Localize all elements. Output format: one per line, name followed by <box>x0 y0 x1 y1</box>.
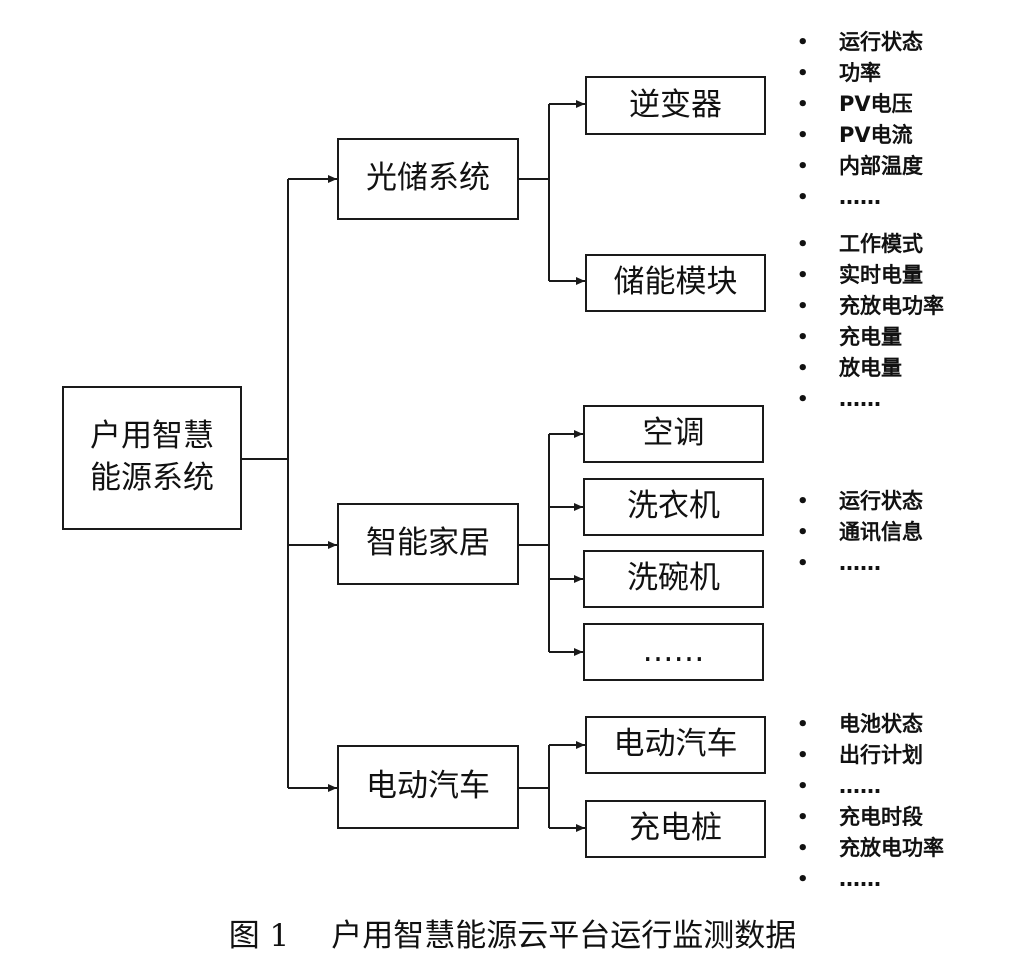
device-node-storage: 储能模块 <box>585 254 766 312</box>
category-node-guangchu: 光储系统 <box>337 138 519 220</box>
device-node-washer: 洗衣机 <box>583 478 764 536</box>
device-node-dishwasher: 洗碗机 <box>583 550 764 608</box>
figure-title: 户用智慧能源云平台运行监测数据 <box>331 918 797 954</box>
device-node-charger: 充电桩 <box>585 800 766 858</box>
list-item: 通讯信息 <box>797 517 923 548</box>
list-item: 工作模式 <box>797 229 944 260</box>
list-item: …… <box>797 182 923 213</box>
list-item: 出行计划 <box>797 740 923 771</box>
list-item: 充放电功率 <box>797 291 944 322</box>
category-node-zhineng: 智能家居 <box>337 503 519 585</box>
device-node-ev: 电动汽车 <box>585 716 766 774</box>
device-node-more: …… <box>583 623 764 681</box>
list-item: 实时电量 <box>797 260 944 291</box>
charger-detail-list: 充电时段 充放电功率 …… <box>797 802 944 895</box>
device-node-inverter: 逆变器 <box>585 76 766 135</box>
list-item: 充电时段 <box>797 802 944 833</box>
list-item: 电池状态 <box>797 709 923 740</box>
smart-home-detail-list: 运行状态 通讯信息 …… <box>797 486 923 579</box>
root-node: 户用智慧 能源系统 <box>62 386 242 530</box>
list-item: …… <box>797 864 944 895</box>
list-item: 运行状态 <box>797 27 923 58</box>
list-item: 放电量 <box>797 353 944 384</box>
list-item: PV电压 <box>797 89 923 120</box>
storage-detail-list: 工作模式 实时电量 充放电功率 充电量 放电量 …… <box>797 229 944 415</box>
list-item: 运行状态 <box>797 486 923 517</box>
list-item: 充放电功率 <box>797 833 944 864</box>
list-item: …… <box>797 771 923 802</box>
list-item: …… <box>797 548 923 579</box>
ev-detail-list: 电池状态 出行计划 …… <box>797 709 923 802</box>
list-item: PV电流 <box>797 120 923 151</box>
root-line-2: 能源系统 <box>90 460 214 496</box>
figure-caption: 图 1 户用智慧能源云平台运行监测数据 <box>0 910 1025 955</box>
list-item: …… <box>797 384 944 415</box>
figure-number: 图 1 <box>228 918 290 954</box>
category-node-dianche: 电动汽车 <box>337 745 519 829</box>
inverter-detail-list: 运行状态 功率 PV电压 PV电流 内部温度 …… <box>797 27 923 213</box>
list-item: 功率 <box>797 58 923 89</box>
device-node-ac: 空调 <box>583 405 764 463</box>
list-item: 内部温度 <box>797 151 923 182</box>
list-item: 充电量 <box>797 322 944 353</box>
root-line-1: 户用智慧 <box>90 418 214 455</box>
